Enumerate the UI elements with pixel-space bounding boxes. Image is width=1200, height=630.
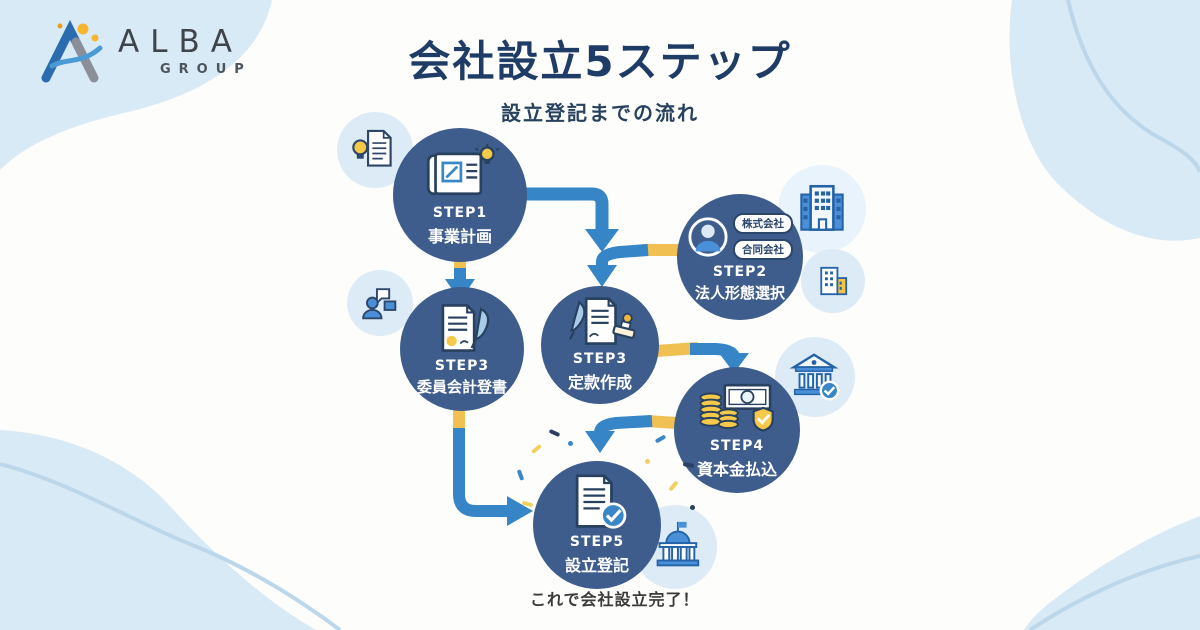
arrow-step1-to-step3b — [526, 187, 609, 231]
coins-banknote-shield-icon — [699, 383, 774, 432]
company-type-pill: 合同会社 — [733, 239, 793, 260]
page-title: 会社設立5ステップ — [408, 37, 792, 86]
step-name: 法人形態選択 — [694, 284, 785, 302]
blueprint-lightbulb-icon — [426, 143, 500, 196]
blob-top-right — [1009, 0, 1200, 241]
step3b-circle: STEP3 定款作成 — [541, 286, 659, 404]
step-name: 定款作成 — [567, 373, 632, 392]
step5-circle: STEP5 設立登記 — [533, 461, 661, 589]
wave-line-bottom-left — [0, 462, 342, 630]
arrow-step2-to-step3b — [596, 244, 649, 268]
page-subtitle: 設立登記までの流れ — [501, 101, 699, 125]
consultation-icon — [362, 288, 397, 320]
step1-circle: STEP1 事業計画 — [393, 128, 527, 262]
step2-circle: 株式会社 合同会社 STEP2 法人形態選択 — [677, 194, 803, 320]
step-name: 設立登記 — [564, 556, 629, 575]
completion-note: これで会社設立完了！ — [530, 590, 700, 609]
step-label: STEP3 — [572, 351, 628, 367]
arrowhead-icon — [587, 265, 617, 287]
wave-line-top-right — [1066, 0, 1200, 173]
logo-subname: GROUP — [160, 62, 252, 77]
arrowhead-icon — [507, 496, 533, 526]
document-quill-stamp-icon — [568, 297, 636, 345]
step-label: STEP3 — [434, 357, 490, 374]
wave-line-bottom-right — [1028, 554, 1200, 630]
arrow-step3a-to-step5 — [453, 428, 509, 517]
document-idea-icon — [352, 129, 392, 167]
person-icon — [688, 216, 728, 257]
blob-bottom-right — [1024, 516, 1200, 630]
company-type-pill: 株式会社 — [733, 213, 793, 234]
office-building-icon — [800, 184, 844, 231]
document-quill-seal-icon — [441, 303, 490, 352]
step-label: STEP1 — [432, 205, 488, 221]
accent-circle — [801, 249, 865, 313]
step-name: 資本金払込 — [696, 460, 777, 479]
step4-circle: STEP4 資本金払込 — [674, 367, 800, 493]
logo-name: ALBA — [118, 24, 243, 60]
accent-circle — [347, 270, 413, 336]
arrowhead-icon — [719, 353, 749, 373]
arrowhead-icon — [585, 229, 619, 252]
alba-a-mark-icon — [41, 20, 103, 83]
small-building-icon — [820, 266, 848, 296]
step-label: STEP4 — [709, 438, 765, 454]
arrowhead-icon — [585, 431, 615, 453]
step-label: STEP5 — [569, 534, 625, 550]
document-check-icon — [575, 474, 627, 529]
step-name: 委員会計登書 — [416, 377, 507, 396]
bank-check-icon — [789, 353, 840, 401]
government-building-icon — [656, 521, 700, 567]
logo: ALBA GROUP — [38, 20, 252, 84]
step-name: 事業計画 — [427, 227, 492, 246]
step3a-circle: STEP3 委員会計登書 — [400, 287, 524, 411]
step-label: STEP2 — [712, 264, 768, 280]
header: 会社設立5ステップ 設立登記までの流れ — [0, 28, 1200, 126]
